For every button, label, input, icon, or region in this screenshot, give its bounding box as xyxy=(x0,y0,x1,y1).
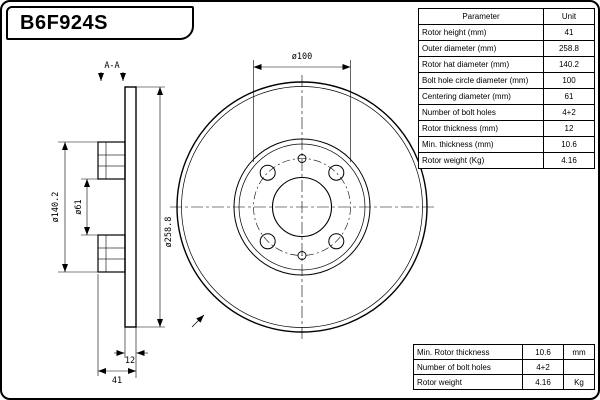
pin-hole xyxy=(297,251,307,260)
pin-hole xyxy=(297,154,307,163)
centering-bore-circle xyxy=(271,176,333,238)
hat-flange-bottom xyxy=(97,234,126,273)
parameter-name: Rotor height (mm) xyxy=(418,24,544,41)
section-title: A-A xyxy=(104,61,119,71)
bolt-circle-diameter-label: ø100 xyxy=(292,52,312,62)
dimension-centering-diameter: ø61 xyxy=(74,178,98,236)
disc-section xyxy=(124,86,137,328)
dimension-rotor-thickness: 12 xyxy=(114,327,148,378)
flange-bolt-hole xyxy=(97,247,126,260)
outer-circle xyxy=(176,81,428,333)
parameter-name: Bolt hole circle diameter (mm) xyxy=(418,72,544,89)
summary-value: 4.16 xyxy=(522,374,564,390)
summary-row: Rotor weight 4.16 Kg xyxy=(413,374,595,390)
bolt-hole xyxy=(328,164,345,181)
parameter-name: Rotor thickness (mm) xyxy=(418,120,544,137)
bolt-hole xyxy=(259,233,276,250)
unit-header: Unit xyxy=(543,8,595,25)
parameters-table: Parameter Unit Rotor height (mm) 41 Oute… xyxy=(418,8,595,169)
parameter-value: 258.8 xyxy=(543,40,595,57)
hat-inner-circle xyxy=(238,143,366,271)
summary-unit: Kg xyxy=(563,374,595,390)
rotor-height-label: 41 xyxy=(112,376,122,386)
summary-label: Min. Rotor thickness xyxy=(413,344,523,360)
summary-table: Min. Rotor thickness 10.6 mm Number of b… xyxy=(413,344,595,390)
hat-circle xyxy=(233,138,371,276)
parameter-value: 61 xyxy=(543,88,595,105)
summary-label: Rotor weight xyxy=(413,374,523,390)
parameter-name: Outer diameter (mm) xyxy=(418,40,544,57)
summary-unit: mm xyxy=(563,344,595,360)
table-row: Rotor thickness (mm) 12 xyxy=(418,120,595,137)
parameter-value: 100 xyxy=(543,72,595,89)
front-view xyxy=(170,75,434,339)
rotor-thickness-label: 12 xyxy=(125,356,135,366)
parameter-name: Number of bolt holes xyxy=(418,104,544,121)
table-row: Min. thickness (mm) 10.6 xyxy=(418,136,595,153)
parameter-name: Min. thickness (mm) xyxy=(418,136,544,153)
dimension-rotor-height: 41 xyxy=(97,274,136,386)
parameter-value: 140.2 xyxy=(543,56,595,73)
parameter-value: 10.6 xyxy=(543,136,595,153)
summary-label: Number of bolt holes xyxy=(413,359,523,375)
parameter-value: 4+2 xyxy=(543,104,595,121)
table-header-row: Parameter Unit xyxy=(418,8,595,25)
section-view xyxy=(97,86,137,328)
hat-flange-top xyxy=(97,141,126,180)
table-row: Centering diameter (mm) 61 xyxy=(418,88,595,105)
table-row: Outer diameter (mm) 258.8 xyxy=(418,40,595,57)
outer-diameter-label: ø258.8 xyxy=(164,217,174,248)
section-cut-mark xyxy=(191,314,205,328)
part-number-box: B6F924S xyxy=(6,6,194,40)
parameter-name: Rotor weight (Kg) xyxy=(418,152,544,169)
dimension-hat-diameter: ø140.2 xyxy=(51,141,98,273)
dimension-outer-diameter: ø258.8 xyxy=(136,86,174,328)
table-row: Rotor height (mm) 41 xyxy=(418,24,595,41)
table-row: Rotor weight (Kg) 4.16 xyxy=(418,152,595,169)
centering-diameter-label: ø61 xyxy=(74,199,84,214)
summary-unit xyxy=(563,359,595,375)
bolt-hole xyxy=(328,233,345,250)
summary-row: Number of bolt holes 4+2 xyxy=(413,359,595,375)
parameter-header: Parameter xyxy=(418,8,544,25)
parameter-value: 12 xyxy=(543,120,595,137)
table-row: Number of bolt holes 4+2 xyxy=(418,104,595,121)
friction-edge-circle xyxy=(181,86,423,328)
table-row: Bolt hole circle diameter (mm) 100 xyxy=(418,72,595,89)
bolt-hole xyxy=(259,164,276,181)
parameter-name: Centering diameter (mm) xyxy=(418,88,544,105)
summary-value: 4+2 xyxy=(522,359,564,375)
dimension-bolt-circle-diameter: ø100 xyxy=(253,52,351,162)
summary-row: Min. Rotor thickness 10.6 mm xyxy=(413,344,595,360)
table-row: Rotor hat diameter (mm) 140.2 xyxy=(418,56,595,73)
parameter-value: 4.16 xyxy=(543,152,595,169)
flange-bolt-hole xyxy=(97,154,126,167)
part-number: B6F924S xyxy=(20,11,108,34)
parameter-value: 41 xyxy=(543,24,595,41)
hat-diameter-label: ø140.2 xyxy=(51,192,61,223)
parameter-name: Rotor hat diameter (mm) xyxy=(418,56,544,73)
bolt-circle-centerline xyxy=(253,158,351,256)
summary-value: 10.6 xyxy=(522,344,564,360)
